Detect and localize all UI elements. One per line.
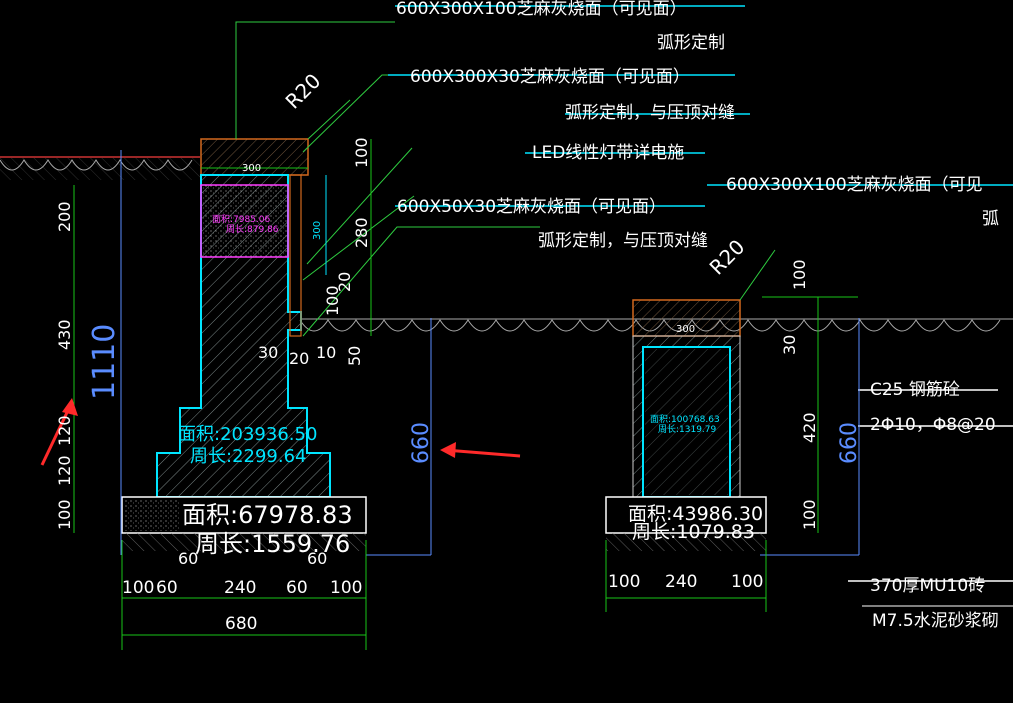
left-dim-100: 100 [55, 499, 74, 530]
right-dim-20: 20 [335, 272, 354, 292]
left-dim-120a: 120 [55, 415, 74, 446]
left-dimensions-text: 300 300 面积:7985.06 周长:879.86 面积:203936.5… [55, 137, 434, 634]
right-base [605, 496, 767, 534]
right-perim-base: 周长:1079.83 [632, 521, 755, 543]
left-perim-small: 周长:879.86 [226, 223, 279, 235]
right-dim-100: 100 [352, 137, 371, 168]
radius-label-right: R20 [705, 235, 750, 280]
note-a5: 600X300X100芝麻灰烧面（可见 [726, 175, 983, 195]
left-dim-60a: 60 [178, 549, 198, 568]
right-bottom-240: 240 [665, 572, 697, 592]
bottom-dim-240: 240 [224, 578, 256, 598]
left-section [73, 21, 540, 650]
right-dim-280: 280 [352, 217, 371, 248]
left-dim-10: 10 [316, 343, 336, 362]
right-bottom-100a: 100 [608, 572, 640, 592]
bottom-dim-100a: 100 [122, 578, 154, 598]
note-c25: C25 钢筋砼 [870, 380, 960, 400]
right-area-base: 面积:43986.30 [628, 503, 763, 525]
note-a4: 600X50X30芝麻灰烧面（可见面） [397, 197, 666, 217]
right-cap-width: 300 [676, 324, 695, 335]
note-mortar: M7.5水泥砂浆砌 [872, 611, 999, 631]
left-dim-120b: 120 [55, 455, 74, 486]
note-rebar: 2Φ10，Φ8@20 [870, 415, 996, 435]
note-a1b: 弧形定制 [657, 33, 725, 53]
right-section [605, 249, 860, 612]
note-a3: LED线性灯带详电施 [532, 143, 684, 163]
left-dim-60b: 60 [307, 549, 327, 568]
left-inner-300: 300 [312, 221, 323, 240]
bottom-dim-60a: 60 [156, 578, 178, 598]
right-dim-100b: 100 [800, 499, 819, 530]
left-total-1110: 1110 [87, 324, 122, 400]
bottom-dim-100b: 100 [330, 578, 362, 598]
radius-label-left: R20 [281, 69, 326, 114]
note-a2: 600X300X30芝麻灰烧面（可见面） [410, 67, 690, 87]
right-cap-stone [632, 299, 741, 337]
left-dim-30: 30 [258, 343, 278, 362]
right-dim-100b: 100 [323, 285, 342, 316]
left-dim-20: 20 [289, 349, 309, 368]
left-magenta-box [200, 184, 289, 258]
right-perim-small: 周长:1319.79 [658, 423, 717, 435]
red-arrow-left [40, 398, 78, 466]
left-area-small: 面积:7985.06 [212, 213, 271, 225]
left-perim-base: 周长:1559.76 [195, 530, 350, 558]
note-brick: 370厚MU10砖 [870, 576, 985, 596]
note-a1: 600X300X100芝麻灰烧面（可见面） [396, 0, 687, 19]
right-area-small: 面积:100768.63 [650, 413, 720, 425]
bottom-dim-60b: 60 [286, 578, 308, 598]
left-dim-660: 660 [409, 422, 434, 464]
right-dim-100top: 100 [790, 259, 809, 290]
left-facing-strip [289, 174, 302, 337]
annotation-strikes [388, 5, 1013, 607]
note-a4b: 弧形定制，与压顶对缝 [538, 231, 708, 251]
left-cap-width: 300 [242, 163, 261, 174]
right-dim-420: 420 [800, 412, 819, 443]
note-a5b: 弧 [982, 209, 999, 229]
note-a2b: 弧形定制，与压顶对缝 [565, 103, 735, 123]
right-bottom-100b: 100 [731, 572, 763, 592]
red-arrow-middle [440, 442, 521, 458]
left-dim-430: 430 [55, 319, 74, 350]
left-cap-stone [200, 138, 309, 176]
right-dim-660: 660 [837, 422, 862, 464]
left-area-mid: 面积:203936.50 [178, 424, 317, 445]
bottom-total-680: 680 [225, 614, 257, 634]
left-perim-mid: 周长:2299.64 [190, 446, 307, 467]
left-area-base: 面积:67978.83 [182, 501, 353, 529]
left-dim-200: 200 [55, 201, 74, 232]
left-dim-50: 50 [345, 346, 364, 366]
right-dim-30: 30 [780, 335, 799, 355]
right-dimensions-text: 300 面积:100768.63 周长:1319.79 面积:43986.30 … [608, 259, 862, 592]
ground-line-left [0, 156, 200, 180]
